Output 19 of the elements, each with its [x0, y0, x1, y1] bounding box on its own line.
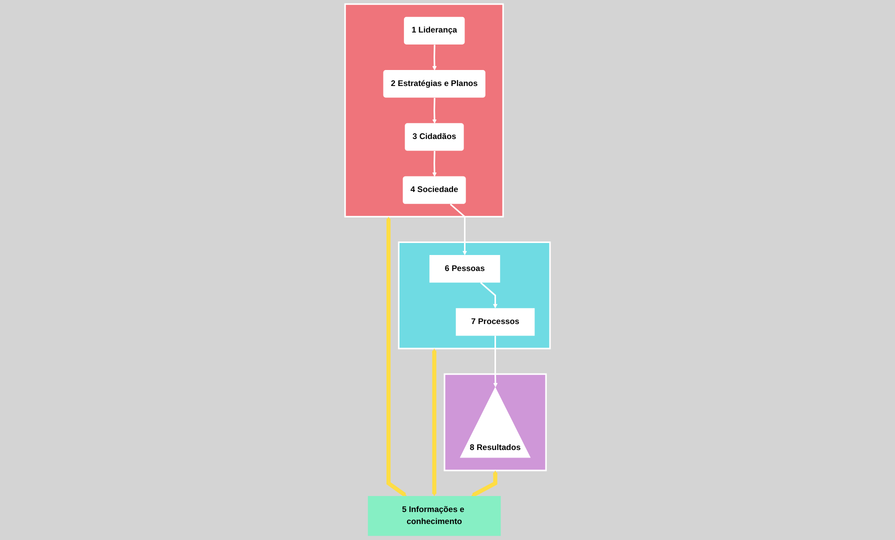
arrow — [432, 98, 437, 124]
arrow — [493, 336, 498, 388]
arrow — [432, 348, 436, 496]
arrow — [471, 470, 498, 497]
node-box: 5 Informações e conhecimento — [368, 496, 501, 536]
node-box: 2 Estratégias e Planos — [383, 70, 486, 98]
arrow — [450, 204, 467, 256]
node-box: 3 Cidadãos — [404, 123, 464, 151]
node-box: 1 Liderança — [404, 16, 465, 44]
arrow — [432, 151, 437, 177]
arrow — [386, 216, 407, 496]
cluster — [344, 3, 504, 218]
arrow — [480, 282, 498, 308]
node-box: 7 Processos — [456, 308, 535, 336]
node-box: 4 Sociedade — [402, 176, 466, 204]
arrow — [432, 44, 437, 70]
cluster — [444, 373, 547, 472]
node-box: 6 Pessoas — [429, 255, 500, 283]
cluster — [398, 241, 551, 350]
